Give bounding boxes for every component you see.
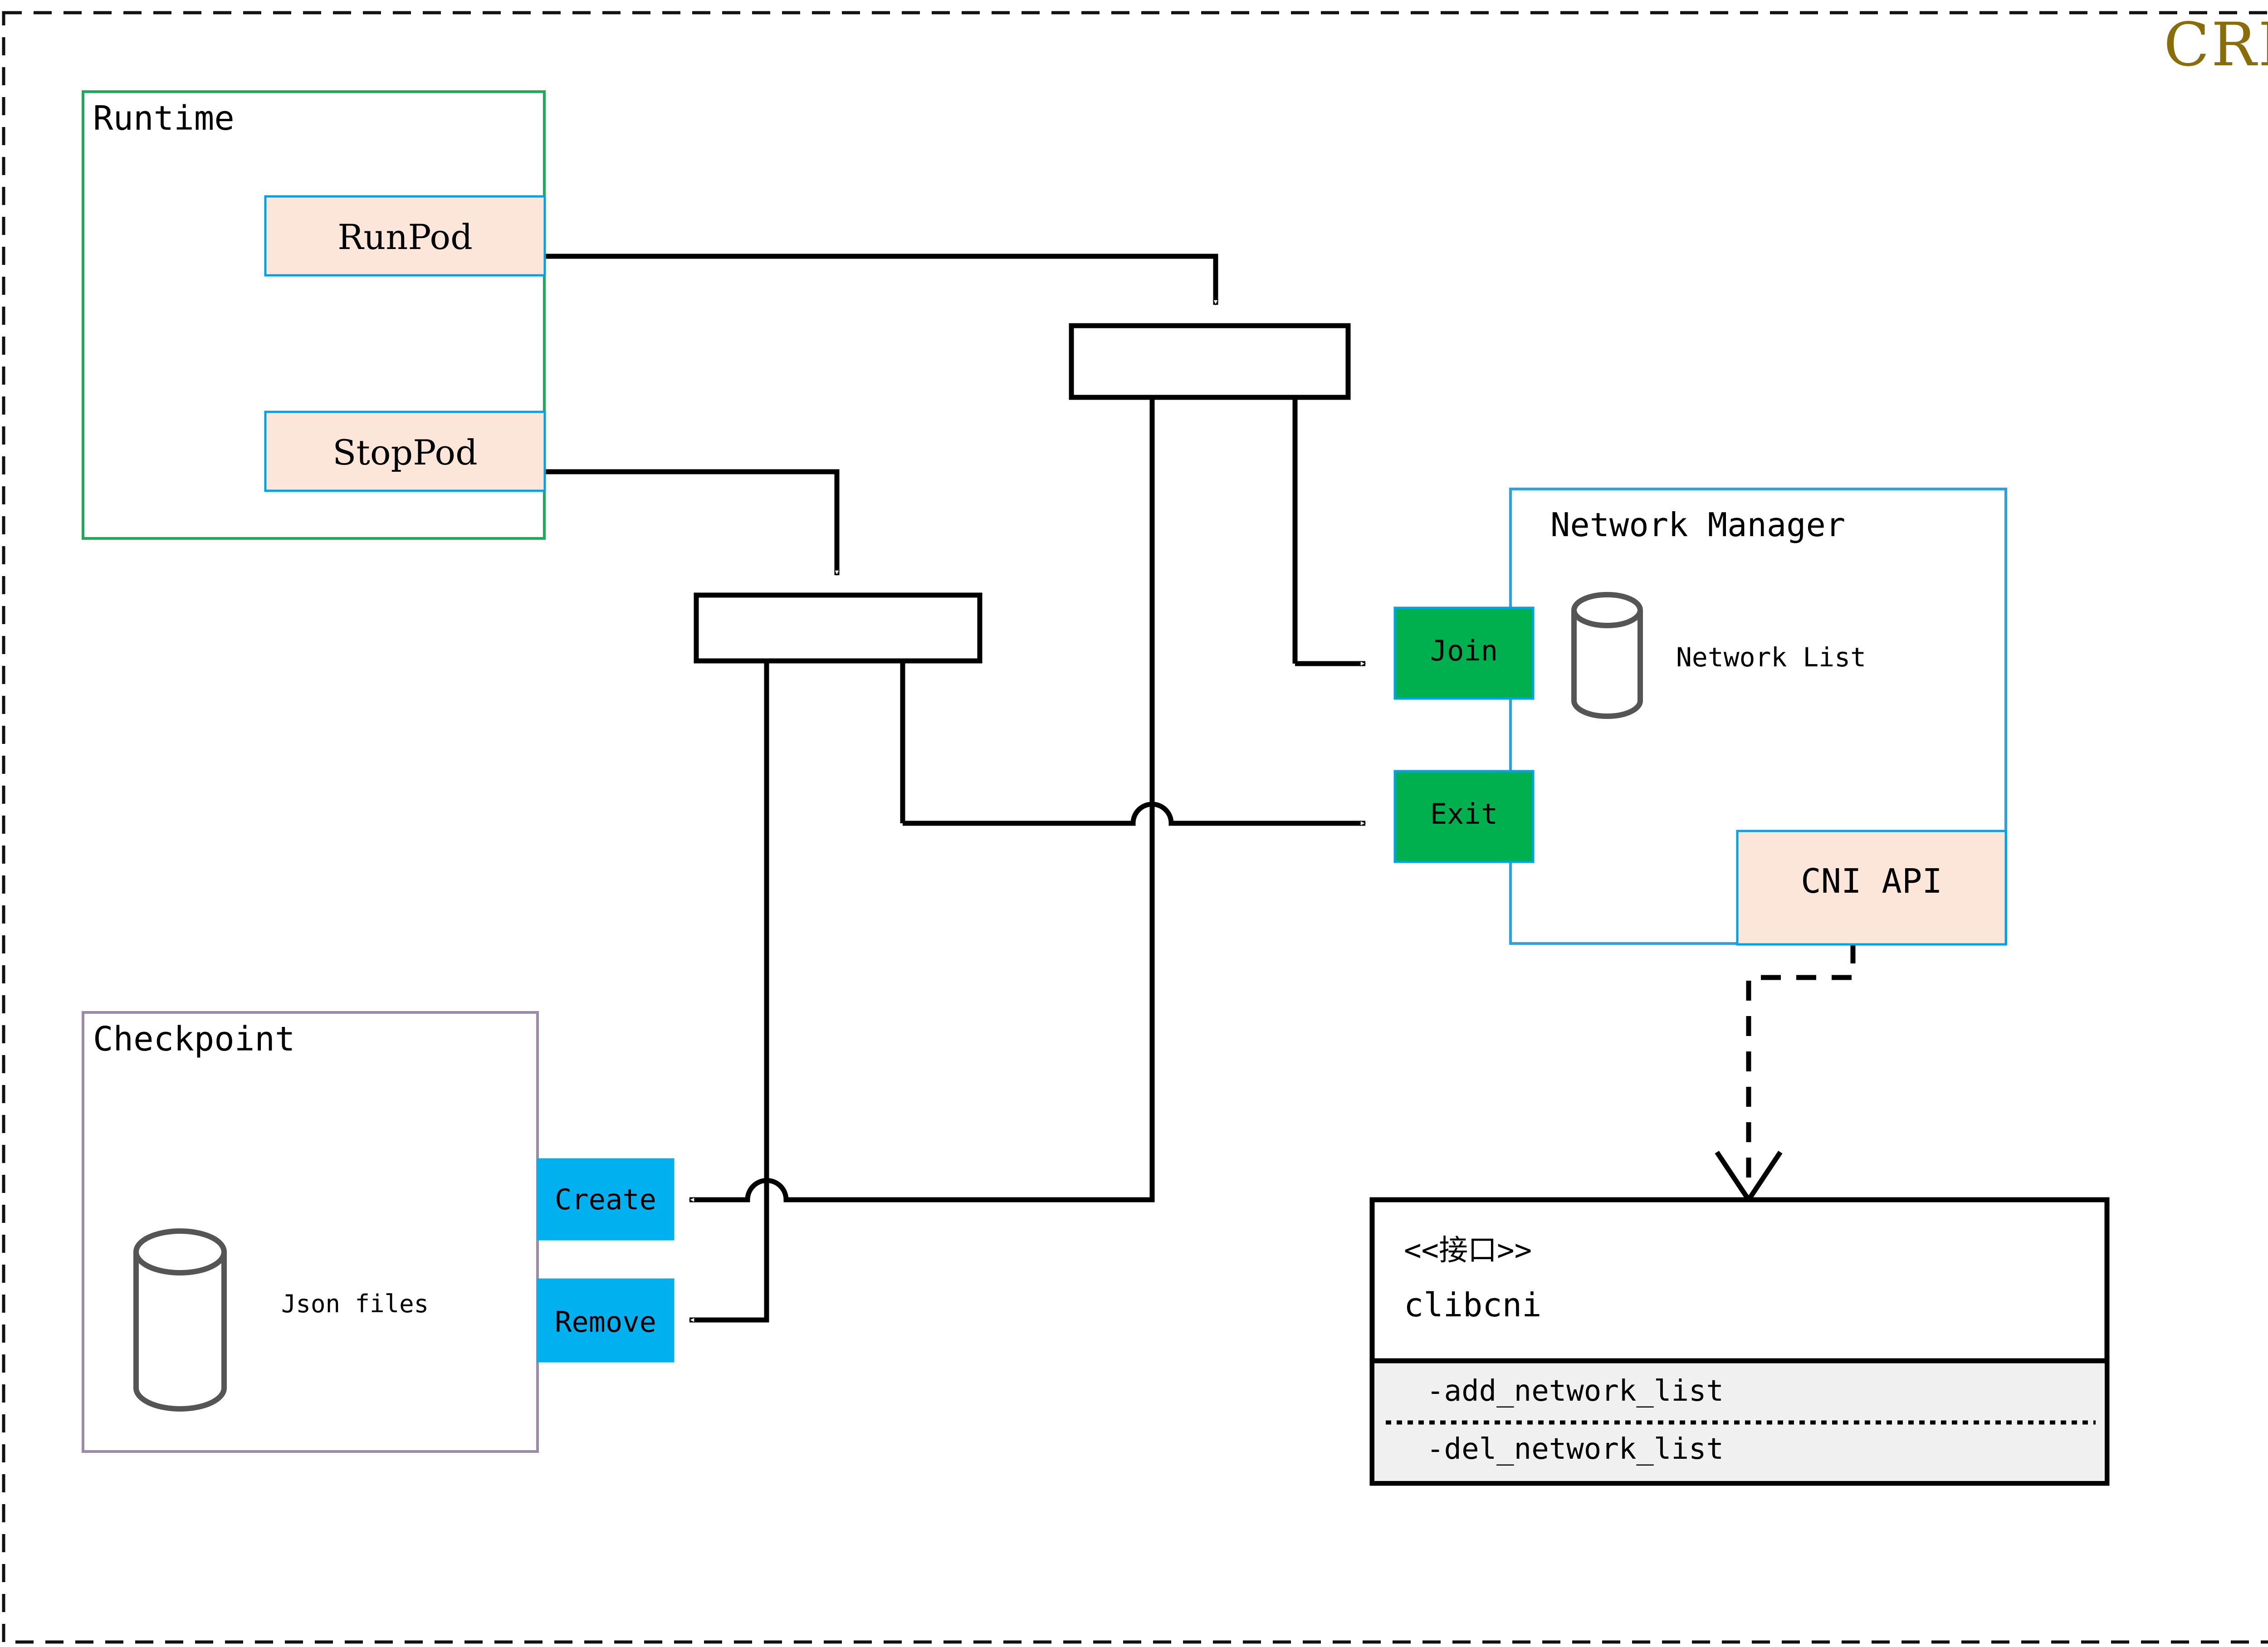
diagram-title: CRI	[2164, 10, 2268, 80]
create-label[interactable]: Create	[555, 1183, 656, 1216]
remove-box	[537, 1278, 675, 1363]
edge-to-remove	[689, 1200, 769, 1320]
stoppod-box	[264, 411, 546, 492]
edge-runpod-to-fork-top	[544, 254, 1216, 305]
join-label[interactable]: Join	[1430, 634, 1498, 667]
network-list-storage-label: Network List	[1676, 642, 1867, 673]
exit-box	[1393, 770, 1535, 863]
clibcni-method-del: -del_network_list	[1427, 1432, 1724, 1466]
cni-api-box	[1736, 830, 2007, 946]
runpod-label[interactable]: RunPod	[337, 217, 473, 257]
fork-top-box	[1069, 323, 1351, 400]
edge-stoppod-to-fork-bottom	[544, 469, 837, 575]
edge-to-exit	[903, 802, 1365, 823]
runtime-group-title: Runtime	[93, 99, 235, 138]
create-box	[537, 1158, 675, 1241]
fork-bottom-box	[694, 592, 982, 664]
edge-cniapi-to-clibcni	[1746, 943, 1856, 1182]
clibcni-stereotype: <<接口>>	[1404, 1234, 1532, 1267]
clibcni-name: clibcni	[1404, 1286, 1542, 1324]
network-list-cylinder-icon	[1571, 592, 1643, 719]
checkpoint-cylinder-icon	[133, 1228, 227, 1412]
checkpoint-storage-label: Json files	[281, 1290, 429, 1318]
exit-label[interactable]: Exit	[1430, 797, 1498, 831]
checkpoint-group-title: Checkpoint	[93, 1020, 295, 1059]
clibcni-method-add: -add_network_list	[1427, 1374, 1724, 1408]
network-manager-group-title: Network Manager	[1550, 506, 1846, 544]
edge-to-create	[689, 823, 1155, 1200]
cni-api-label[interactable]: CNI API	[1801, 862, 1942, 901]
runpod-box	[264, 195, 546, 277]
join-box	[1393, 606, 1535, 700]
remove-label[interactable]: Remove	[555, 1305, 656, 1339]
runtime-group-border	[82, 90, 546, 540]
outer-dashed-frame	[2, 11, 2268, 1644]
stoppod-label[interactable]: StopPod	[332, 432, 478, 473]
